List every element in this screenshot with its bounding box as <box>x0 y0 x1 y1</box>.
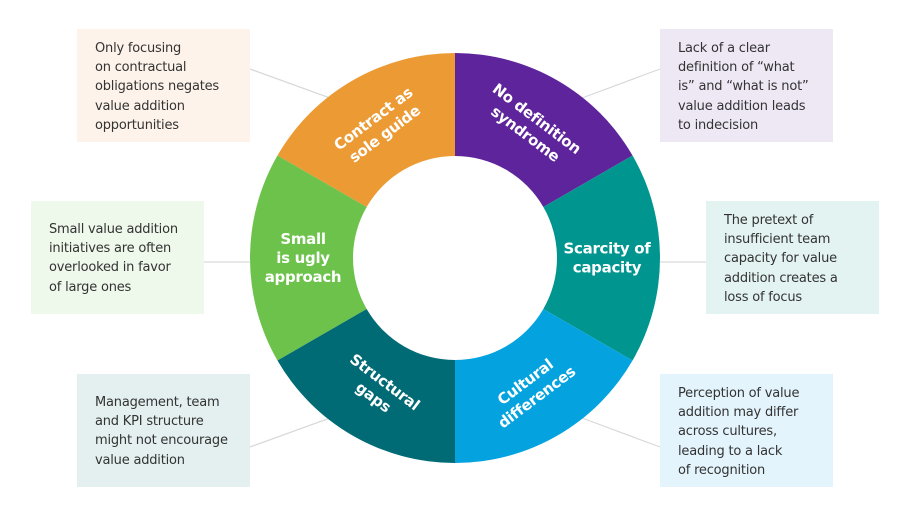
connector-line-contract <box>249 68 331 99</box>
segment-label-line: is ugly <box>276 249 330 267</box>
segment-label-line: capacity <box>573 259 642 277</box>
ring-segment-structural <box>277 309 455 463</box>
segment-label-line: Scarcity of <box>564 240 652 258</box>
description-box-no-definition-syndrome: Lack of a clear definition of “what is” … <box>660 29 833 142</box>
ring-segment-no-definition <box>455 53 633 207</box>
description-text: Lack of a clear definition of “what is” … <box>678 41 809 133</box>
ring-segment-small-ugly <box>250 155 367 361</box>
description-box-scarcity-of-capacity: The pretext of insufficient team capacit… <box>706 201 879 314</box>
description-text: The pretext of insufficient team capacit… <box>724 213 838 305</box>
segment-label-line: Small <box>280 230 325 248</box>
connector-line-cultural <box>581 417 661 448</box>
description-box-cultural-differences: Perception of value addition may differ … <box>660 374 833 487</box>
description-text: Small value addition initiatives are oft… <box>49 222 178 295</box>
ring-segment-scarcity <box>543 155 660 361</box>
connector-line-no-definition <box>581 68 661 99</box>
segment-label-line: approach <box>265 268 342 286</box>
ring-segment-cultural <box>455 309 633 463</box>
description-text: Management, team and KPI structure might… <box>95 395 228 468</box>
connector-line-structural <box>249 417 331 448</box>
description-box-structural-gaps: Management, team and KPI structure might… <box>77 374 250 487</box>
ring-segment-contract <box>277 53 455 207</box>
description-box-small-is-ugly: Small value addition initiatives are oft… <box>31 201 204 314</box>
description-text: Perception of value addition may differ … <box>678 386 800 478</box>
description-box-contract-as-sole-guide: Only focusing on contractual obligations… <box>77 29 250 142</box>
description-text: Only focusing on contractual obligations… <box>95 41 219 133</box>
